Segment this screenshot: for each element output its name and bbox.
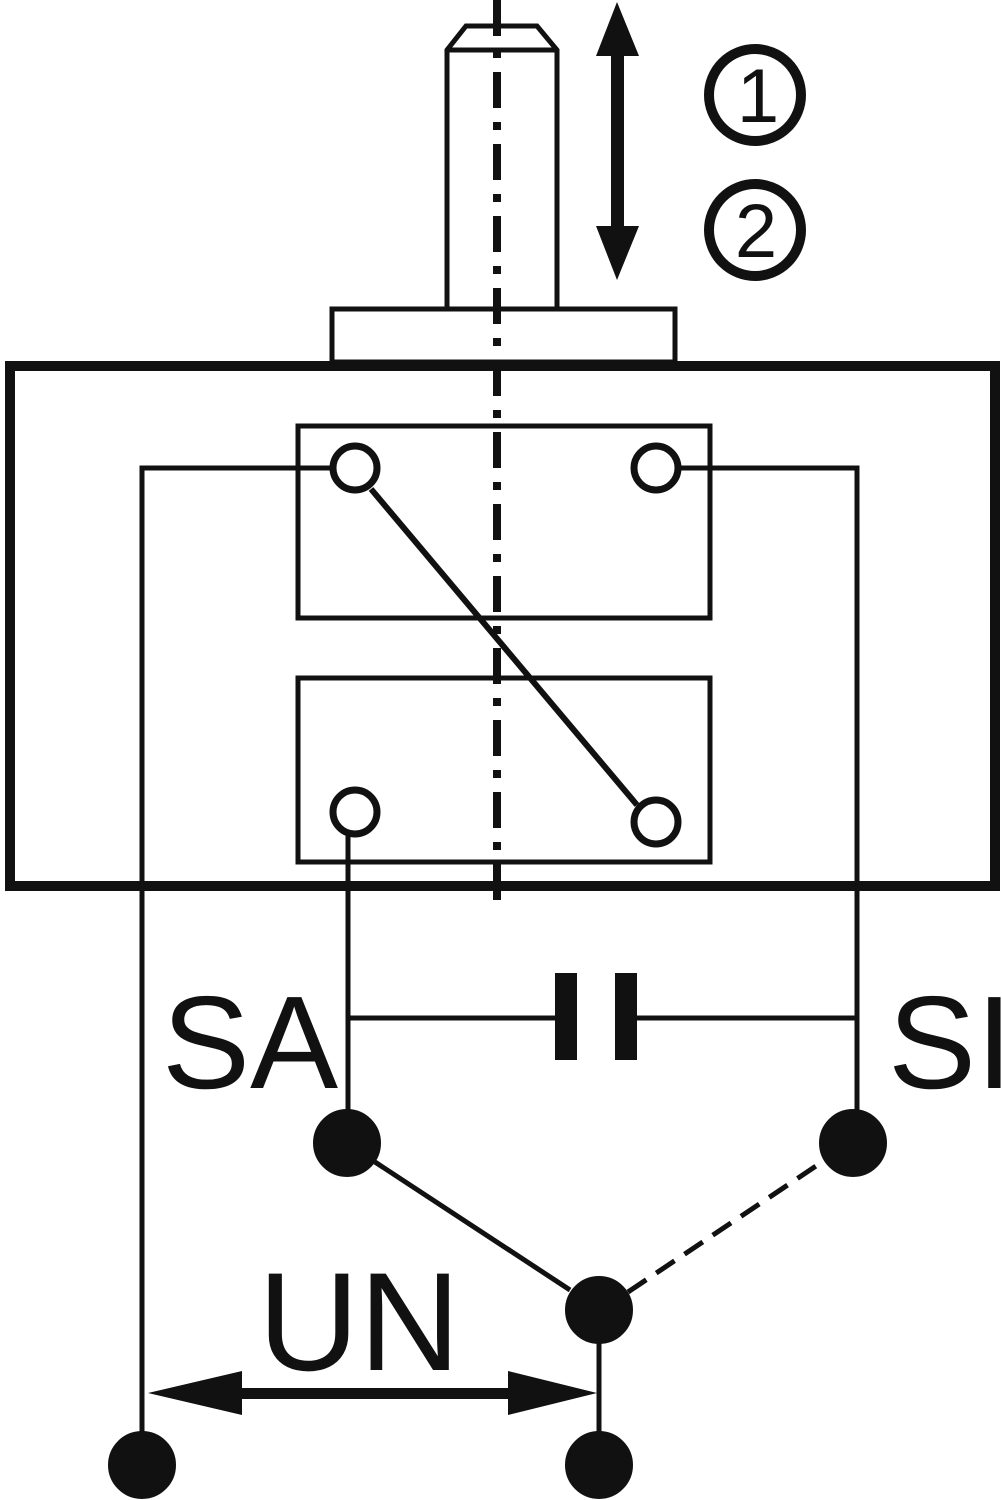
un-label: UN (258, 1243, 460, 1400)
movement-arrow (596, 2, 639, 280)
upper-contact-block (295, 423, 713, 621)
terminal-si (819, 1109, 887, 1177)
position-2-circle (704, 179, 806, 281)
terminal-common (565, 1276, 633, 1344)
terminal-supply-left (108, 1431, 176, 1499)
contact-common-open (329, 442, 381, 494)
capacitor-plate-left (555, 973, 577, 1060)
position-1-circle (704, 44, 806, 146)
plunger-collar (329, 306, 678, 365)
contact-lower-right (630, 796, 682, 848)
sa-label: SA (162, 969, 338, 1116)
voltage-arrow (148, 1371, 597, 1415)
si-link-dashed (626, 1157, 827, 1295)
capacitor-plate-right (615, 973, 637, 1060)
terminal-sa (313, 1109, 381, 1177)
sa-link (373, 1159, 572, 1293)
position-1-label: 1 (737, 54, 779, 139)
left-wire (139, 465, 333, 1435)
plunger (444, 23, 560, 307)
terminal-supply-right (565, 1431, 633, 1499)
switch-housing (5, 361, 1000, 891)
lower-contact-block (295, 675, 713, 865)
position-2-label: 2 (735, 189, 777, 274)
switch-lever (368, 487, 640, 807)
contact-lower-left (329, 786, 381, 838)
si-label: SI (888, 969, 1002, 1116)
right-wire (678, 465, 860, 1112)
contact-upper-right (630, 442, 682, 494)
